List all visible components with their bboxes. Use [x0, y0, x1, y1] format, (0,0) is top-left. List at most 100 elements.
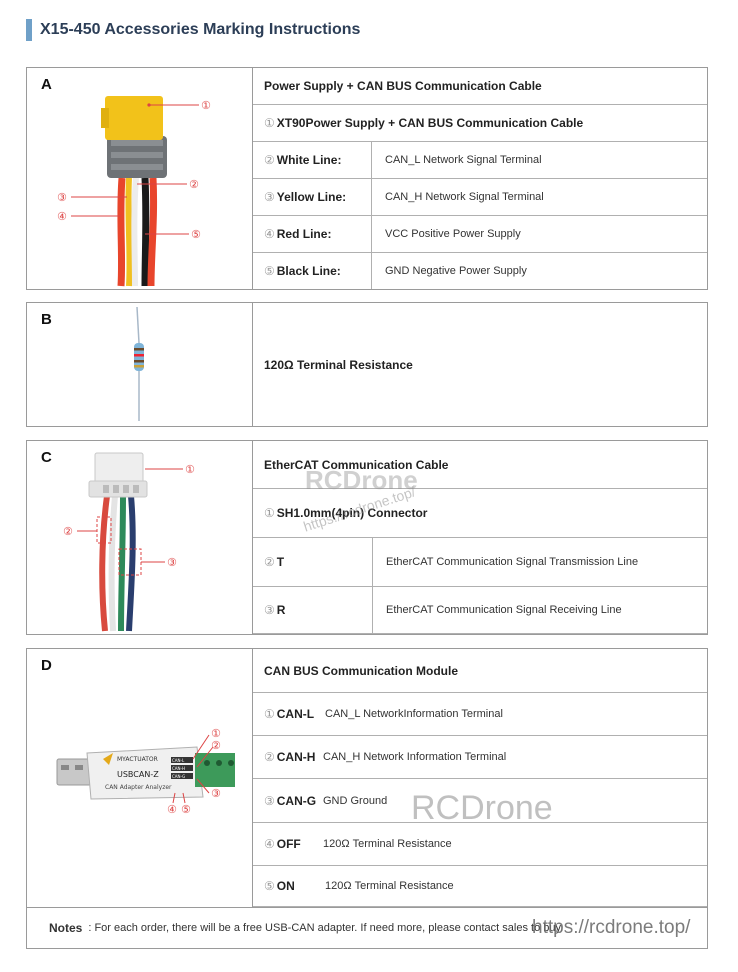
- page-title: X15-450 Accessories Marking Instructions: [26, 18, 360, 42]
- row-desc: EtherCAT Communication Signal Receiving …: [386, 604, 622, 616]
- callout-c-2: ②: [63, 525, 73, 538]
- footer-url-watermark: https://rcdrone.top/: [532, 917, 691, 938]
- column-divider: [372, 587, 373, 633]
- row-desc: EtherCAT Communication Signal Transmissi…: [386, 556, 639, 568]
- device-subtitle: CAN Adapter Analyzer: [105, 784, 172, 791]
- callout-d-2: ②: [211, 739, 221, 752]
- notes-label: Notes: [49, 921, 83, 935]
- section-a-image-cell: A ① ② ③ ④ ⑤: [27, 68, 253, 289]
- watermark-rcdrone: RCDrone: [411, 789, 553, 827]
- callout-a-1: ①: [201, 99, 211, 112]
- number-marker: ②: [264, 750, 275, 764]
- callout-a-4: ④: [57, 210, 67, 223]
- section-d-heading-row: CAN BUS Communication Module: [253, 649, 707, 693]
- number-marker: ③: [264, 190, 275, 204]
- section-c-letter: C: [41, 449, 52, 466]
- column-divider: [371, 179, 372, 215]
- row-label-text: R: [276, 603, 286, 617]
- number-marker: ③: [264, 793, 275, 808]
- row-colon: :: [337, 153, 342, 167]
- row-colon: :: [342, 190, 347, 204]
- row-desc: CAN_L Network Signal Terminal: [385, 154, 542, 166]
- callout-d-3: ③: [211, 787, 221, 800]
- number-marker: ①: [264, 506, 275, 520]
- device-pin-can-g: CAN-G: [172, 774, 185, 779]
- device-brand: MYACTUATOR: [117, 756, 158, 763]
- row-colon: :: [327, 227, 332, 241]
- number-marker: ①: [264, 707, 275, 721]
- callout-c-3: ③: [167, 556, 177, 569]
- section-d-heading: CAN BUS Communication Module: [264, 663, 458, 678]
- row-desc: CAN_H Network Information Terminal: [323, 751, 507, 763]
- number-marker: ⑤: [264, 879, 275, 893]
- section-a-table: Power Supply + CAN BUS Communication Cab…: [253, 68, 707, 289]
- number-marker: ③: [264, 603, 275, 617]
- row-label-text: OFF: [276, 837, 301, 851]
- row-desc: CAN_H Network Signal Terminal: [385, 191, 544, 203]
- column-divider: [372, 538, 373, 586]
- callout-a-2: ②: [189, 178, 199, 191]
- number-marker: ①: [264, 116, 275, 130]
- page-title-text: X15-450 Accessories Marking Instructions: [40, 21, 361, 38]
- number-marker: ②: [264, 555, 275, 569]
- callout-a-3: ③: [57, 191, 67, 204]
- section-b-table: 120Ω Terminal Resistance: [253, 303, 707, 426]
- section-c: C ① ② ③ EtherCAT Communication Cable: [26, 440, 708, 635]
- row-label-text: Yellow Line: [276, 190, 343, 204]
- section-c-heading: EtherCAT Communication Cable: [264, 457, 449, 472]
- number-marker: ②: [264, 153, 275, 167]
- section-a: A ① ② ③ ④ ⑤: [26, 67, 708, 290]
- section-b-letter: B: [41, 311, 52, 328]
- callout-d-5: ⑤: [181, 803, 191, 816]
- ethercat-cable-image: ① ② ③: [63, 452, 195, 632]
- column-divider: [371, 216, 372, 252]
- column-divider: [371, 253, 372, 289]
- section-b-image-cell: B: [27, 303, 253, 426]
- row-label-text: CAN-G: [276, 793, 317, 808]
- row-desc: 120Ω Terminal Resistance: [325, 880, 454, 892]
- section-a-heading-row: Power Supply + CAN BUS Communication Cab…: [253, 68, 707, 105]
- row-label-text: White Line: [276, 153, 338, 167]
- row-desc: GND Negative Power Supply: [385, 265, 527, 277]
- device-pin-can-h: CAN-H: [172, 766, 185, 771]
- callout-a-5: ⑤: [191, 228, 201, 241]
- row-desc: CAN_L NetworkInformation Terminal: [325, 708, 503, 720]
- number-marker: ⑤: [264, 264, 275, 278]
- row-colon: :: [336, 264, 341, 278]
- row-desc: 120Ω Terminal Resistance: [323, 838, 452, 850]
- section-d-letter: D: [41, 657, 52, 674]
- number-marker: ④: [264, 837, 275, 851]
- row-label-text: CAN-H: [276, 750, 316, 764]
- section-a-heading: Power Supply + CAN BUS Communication Cab…: [264, 79, 542, 93]
- section-d-image-cell: D CAN-L CAN-H CAN-G MYACTUATOR USBCAN-Z …: [27, 649, 253, 907]
- resistor-image: [134, 306, 144, 421]
- row-label-text: ON: [276, 879, 295, 893]
- usbcan-module-image: CAN-L CAN-H CAN-G MYACTUATOR USBCAN-Z CA…: [56, 727, 235, 816]
- row-desc: VCC Positive Power Supply: [385, 228, 521, 240]
- callout-d-4: ④: [167, 803, 177, 816]
- notes-bar: Notes : For each order, there will be a …: [26, 907, 708, 949]
- device-pin-can-l: CAN-L: [172, 758, 185, 763]
- section-c-heading-row: EtherCAT Communication Cable: [253, 441, 707, 489]
